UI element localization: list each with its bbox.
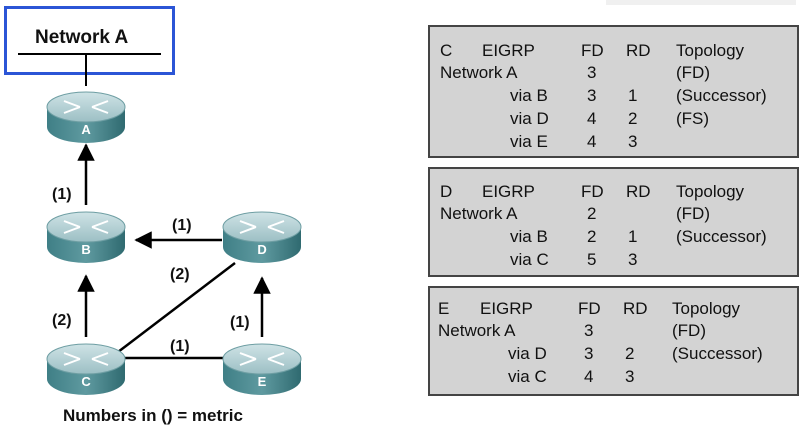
router-d-icon: D	[222, 211, 302, 263]
table-header-topology: Topology	[676, 182, 745, 201]
route-topology: (Successor)	[676, 86, 767, 105]
route-rd: 3	[628, 250, 638, 269]
metric-c-b: (2)	[52, 312, 72, 329]
route-fd: 4	[584, 367, 594, 386]
table-network-topology: (FD)	[676, 204, 710, 223]
route-fd: 2	[587, 227, 597, 246]
table-network-fd: 2	[587, 204, 597, 223]
table-network-topology: (FD)	[676, 63, 710, 82]
table-header-fd: FD	[578, 299, 601, 318]
table-router: C	[440, 41, 453, 60]
route-topology: (Successor)	[672, 344, 763, 363]
metric-b-a: (1)	[52, 186, 72, 203]
route-topology: (Successor)	[676, 227, 767, 246]
table-network-fd: 3	[584, 321, 594, 340]
top-strip	[606, 0, 796, 5]
metric-c-e: (1)	[170, 338, 190, 355]
topology-table-d: D EIGRP FD RD Topology Network A 2 (FD) …	[428, 167, 799, 277]
route-via: via E	[510, 132, 548, 151]
route-via: via D	[510, 109, 549, 128]
table-protocol: EIGRP	[480, 299, 533, 318]
route-rd: 1	[628, 227, 638, 246]
route-fd: 4	[587, 132, 597, 151]
metric-e-d: (1)	[230, 314, 250, 331]
route-rd: 2	[628, 109, 638, 128]
router-b-letter: B	[81, 242, 90, 257]
table-header-rd: RD	[626, 41, 651, 60]
diagram-caption: Numbers in () = metric	[63, 406, 243, 425]
table-header-fd: FD	[581, 41, 604, 60]
route-topology: (FS)	[676, 109, 710, 128]
router-b-icon: B	[46, 211, 126, 263]
table-header-rd: RD	[626, 182, 651, 201]
table-header-topology: Topology	[672, 299, 741, 318]
router-e-letter: E	[258, 374, 267, 389]
route-rd: 1	[628, 86, 638, 105]
metric-d-b: (1)	[172, 217, 192, 234]
topology-table-e: E EIGRP FD RD Topology Network A 3 (FD) …	[428, 286, 799, 396]
route-fd: 5	[587, 250, 597, 269]
metric-c-d: (2)	[170, 266, 190, 283]
table-header-fd: FD	[581, 182, 604, 201]
route-rd: 3	[625, 367, 635, 386]
link-c-d	[117, 262, 236, 353]
route-fd: 4	[587, 109, 597, 128]
router-a-icon: A	[46, 91, 126, 143]
table-network-fd: 3	[587, 63, 597, 82]
router-e-icon: E	[222, 343, 302, 395]
route-rd: 3	[628, 132, 638, 151]
table-network: Network A	[440, 204, 518, 223]
route-fd: 3	[587, 86, 597, 105]
route-via: via D	[508, 344, 547, 363]
table-network: Network A	[440, 63, 518, 82]
table-protocol: EIGRP	[482, 41, 535, 60]
router-c-icon: C	[46, 343, 126, 395]
network-a-box	[4, 6, 175, 75]
route-rd: 2	[625, 344, 635, 363]
table-network-topology: (FD)	[672, 321, 706, 340]
network-a-label: Network A	[35, 27, 129, 48]
router-d-letter: D	[257, 242, 266, 257]
route-via: via C	[510, 250, 549, 269]
route-via: via C	[508, 367, 547, 386]
table-router: D	[440, 182, 453, 201]
route-via: via B	[510, 227, 548, 246]
route-via: via B	[510, 86, 548, 105]
table-header-rd: RD	[623, 299, 648, 318]
table-network: Network A	[438, 321, 516, 340]
route-fd: 3	[584, 344, 594, 363]
table-protocol: EIGRP	[482, 182, 535, 201]
router-a-letter: A	[81, 122, 91, 137]
router-c-letter: C	[81, 374, 91, 389]
table-router: E	[438, 299, 450, 318]
table-header-topology: Topology	[676, 41, 745, 60]
topology-table-c: C EIGRP FD RD Topology Network A 3 (FD) …	[428, 25, 799, 158]
